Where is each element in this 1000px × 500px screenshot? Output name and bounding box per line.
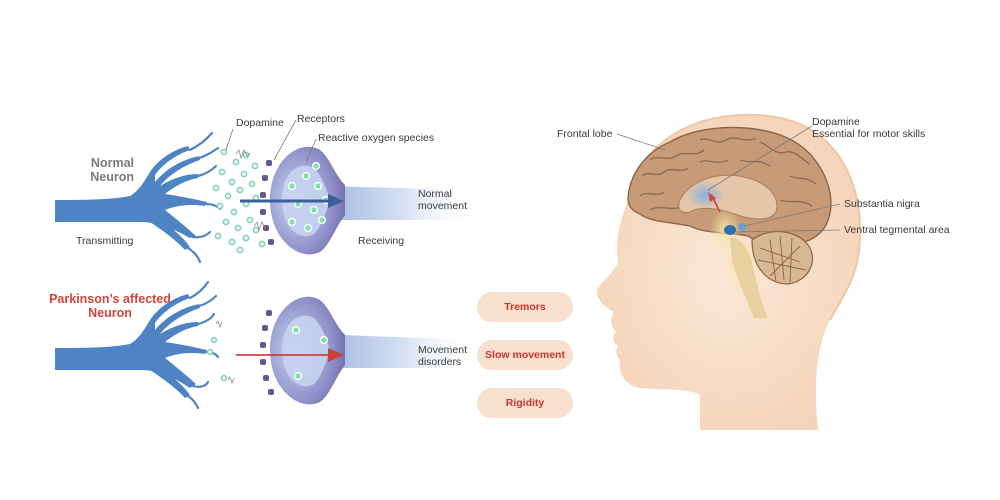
- receiving-label: Receiving: [358, 235, 405, 247]
- normal-signal-squiggle: [235, 149, 251, 160]
- substantia-nigra-marker: [738, 223, 746, 231]
- neuron-leader-lines: [225, 119, 317, 163]
- normal-outcome-label: Normal movement: [418, 188, 467, 212]
- parkinsons-outcome-label: Movement disorders: [418, 344, 467, 368]
- normal-neuron-heading: Normal Neuron: [78, 156, 134, 184]
- brain-dopamine-line1: Dopamine: [812, 116, 860, 128]
- symptom-tremors: Tremors: [477, 292, 573, 322]
- parkinsons-heading-line1: Parkinson’s affected: [49, 292, 171, 306]
- brain-dopamine-line2: Essential for motor skills: [812, 128, 926, 140]
- symptom-rigidity: Rigidity: [477, 388, 573, 418]
- parkinsons-signal-arrow: [236, 348, 344, 362]
- frontal-lobe-label: Frontal lobe: [557, 128, 613, 140]
- transmitting-label: Transmitting: [76, 235, 134, 247]
- vta-marker: [724, 225, 736, 235]
- normal-signal-squiggle-2: [253, 221, 266, 232]
- normal-neuron-axon: [55, 146, 207, 250]
- ros-label: Reactive oxygen species: [318, 132, 435, 144]
- brain-dopamine-label: Dopamine Essential for motor skills: [812, 116, 925, 140]
- dopamine-label: Dopamine: [236, 117, 284, 129]
- normal-neuron-terminals: [186, 131, 222, 264]
- parkinsons-neuron-heading: Parkinson’s affected Neuron: [42, 292, 178, 320]
- normal-outcome-line2: movement: [418, 200, 468, 212]
- brain-leader-lines: [616, 125, 841, 233]
- normal-heading-line2: Neuron: [90, 170, 134, 184]
- parkinsons-squiggle-2: [227, 376, 235, 385]
- parkinsons-outcome-line1: Movement: [418, 344, 468, 356]
- parkinsons-squiggle: [215, 320, 223, 329]
- parkinsons-ros-particles: [291, 325, 329, 381]
- receptors-label: Receptors: [297, 113, 345, 125]
- normal-outcome-line1: Normal: [418, 188, 452, 200]
- cerebellum: [751, 231, 814, 285]
- parkinsons-outcome-line2: disorders: [418, 356, 462, 368]
- normal-dopamine-particles: [212, 148, 266, 254]
- brain: [627, 126, 832, 318]
- parkinsons-neuron-axon: [55, 294, 207, 398]
- parkinsons-heading-line2: Neuron: [88, 306, 132, 320]
- normal-signal-arrow: [240, 194, 344, 208]
- substantia-nigra-label: Substantia nigra: [844, 198, 920, 210]
- vta-label: Ventral tegmental area: [844, 224, 950, 236]
- symptom-slow-movement: Slow movement: [477, 340, 573, 370]
- parkinsons-dopamine-particles: [206, 336, 228, 382]
- parkinsons-neuron-terminals: [186, 280, 220, 410]
- normal-heading-line1: Normal: [90, 156, 134, 170]
